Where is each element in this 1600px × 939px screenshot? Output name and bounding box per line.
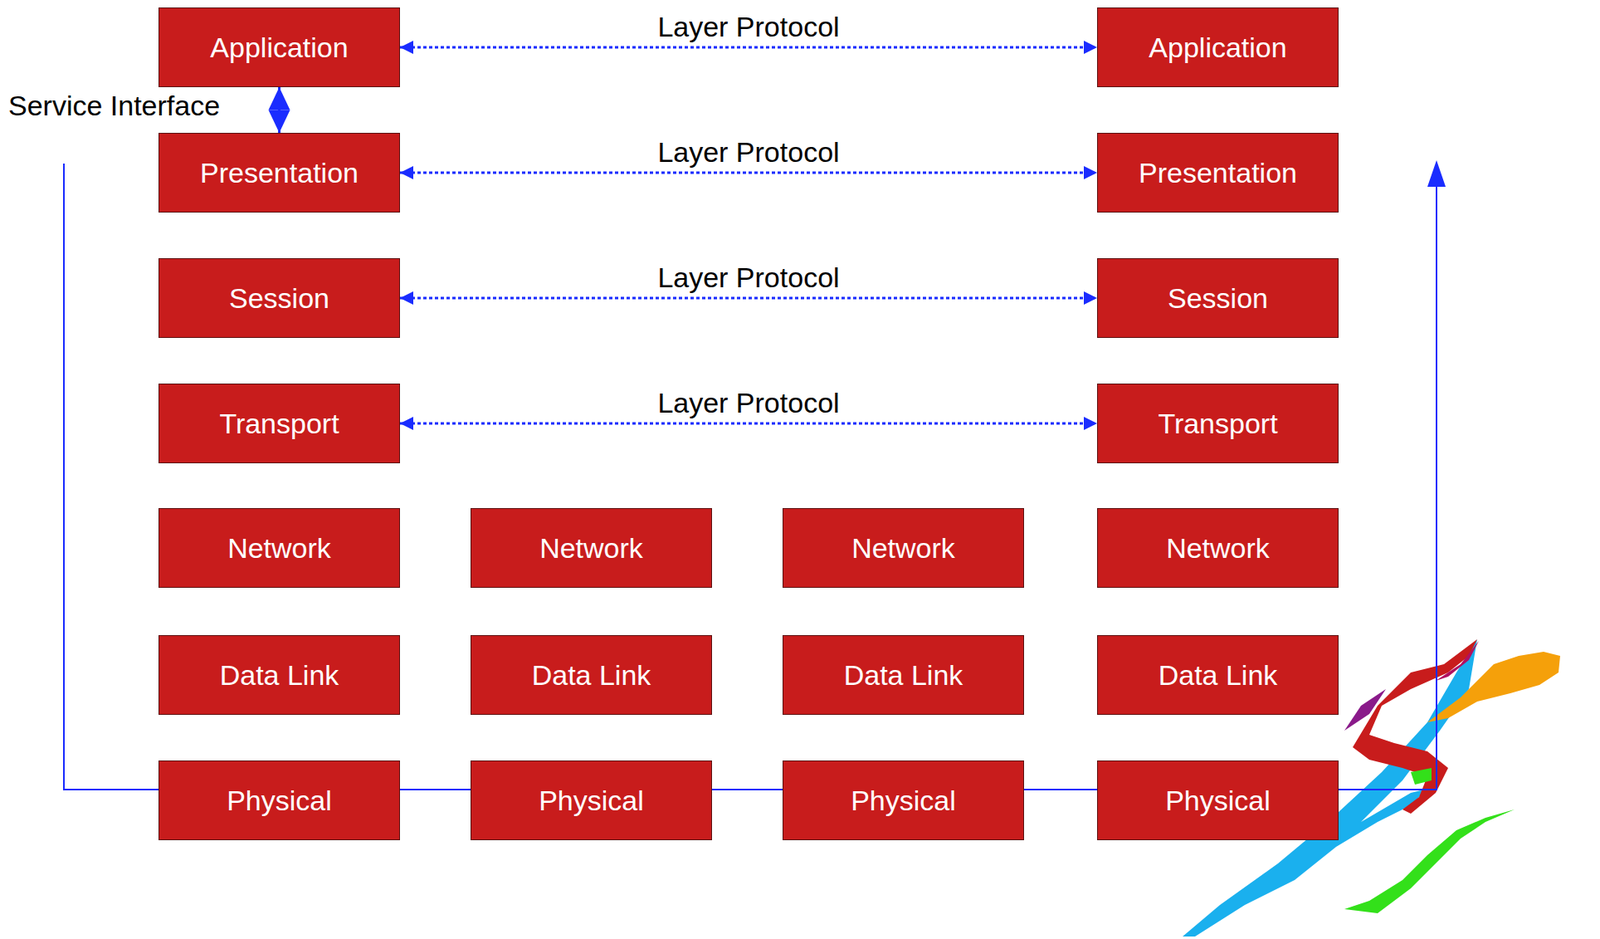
service-interface-connector: [268, 87, 291, 133]
data-path-line: [63, 163, 1437, 790]
logo-stroke: [1435, 640, 1479, 681]
logo-stroke: [1427, 651, 1561, 722]
logo-stroke: [1344, 809, 1515, 913]
layer-name: Network: [227, 531, 332, 565]
layer-box: Data Link: [782, 634, 1025, 715]
layer-name: Presentation: [200, 156, 359, 190]
layer-box: Presentation: [158, 132, 400, 213]
annotation-label: Service Interface: [8, 89, 220, 122]
protocol-connector: [400, 291, 1098, 305]
layer-name: Application: [209, 31, 348, 64]
layer-name: Physical: [226, 784, 332, 817]
logo-stroke: [1344, 688, 1386, 731]
protocol-label: Layer Protocol: [653, 10, 843, 43]
layer-box: Data Link: [1097, 634, 1339, 715]
protocol-connector: [400, 165, 1098, 180]
layer-name: Data Link: [219, 658, 340, 692]
layer-name: Session: [1167, 282, 1269, 315]
data-path-arrowhead: [1427, 160, 1446, 187]
layer-box: Physical: [1097, 760, 1339, 840]
protocol-connector: [400, 416, 1098, 430]
layer-name: Network: [1165, 531, 1270, 565]
layer-name: Presentation: [1138, 156, 1298, 190]
protocol-connector: [400, 40, 1098, 54]
protocol-label: Layer Protocol: [653, 136, 843, 168]
layer-box: Session: [158, 258, 400, 338]
layer-name: Transport: [219, 407, 339, 440]
layer-box: Transport: [1097, 383, 1339, 464]
layer-box: Network: [782, 507, 1025, 588]
layer-name: Data Link: [843, 658, 964, 692]
layer-box: Session: [1097, 258, 1339, 338]
layer-box: Physical: [782, 760, 1025, 840]
layer-box: Application: [158, 7, 400, 88]
logo-stroke: [1410, 767, 1432, 785]
layer-name: Network: [539, 531, 644, 565]
layer-name: Transport: [1157, 407, 1278, 440]
protocol-label: Layer Protocol: [653, 386, 843, 419]
layer-box: Presentation: [1097, 132, 1339, 213]
layer-name: Physical: [538, 784, 644, 817]
layer-box: Application: [1097, 7, 1339, 88]
layer-box: Physical: [158, 760, 400, 840]
layer-name: Network: [851, 531, 956, 565]
layer-name: Session: [229, 282, 330, 315]
logo-stroke: [1352, 639, 1478, 814]
layer-box: Data Link: [158, 634, 400, 715]
layer-box: Network: [1097, 507, 1339, 588]
layer-name: Data Link: [1158, 658, 1279, 692]
layer-box: Network: [470, 507, 713, 588]
layer-box: Physical: [470, 760, 713, 840]
layer-name: Application: [1148, 31, 1287, 64]
layer-name: Data Link: [531, 658, 652, 692]
layer-box: Data Link: [470, 634, 713, 715]
protocol-label: Layer Protocol: [653, 261, 843, 293]
layer-box: Transport: [158, 383, 400, 464]
layer-name: Physical: [850, 784, 957, 817]
layer-box: Network: [158, 507, 400, 588]
layer-name: Physical: [1165, 784, 1271, 817]
